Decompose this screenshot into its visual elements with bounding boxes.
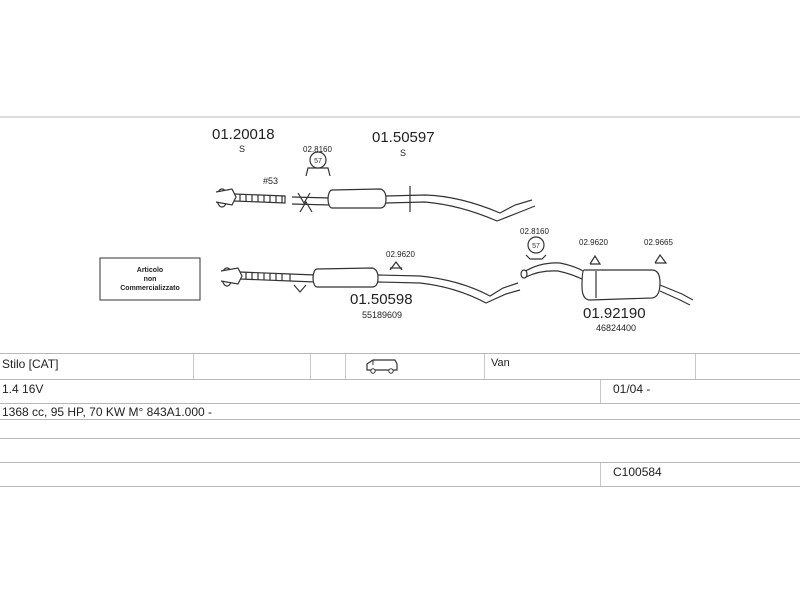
table-divider (600, 380, 601, 403)
notice-line2: non (144, 276, 157, 283)
table-border (0, 403, 800, 404)
clamp-c3: 57 (525, 236, 547, 260)
svg-text:57: 57 (532, 243, 540, 250)
table-divider (484, 354, 485, 379)
part-number-p2: 01.50597 (372, 129, 435, 146)
clamp-number-c2: 02.9620 (386, 250, 415, 259)
table-border-bottom (0, 486, 800, 487)
catalog-code: C100584 (613, 465, 662, 479)
vehicle-engine: 1.4 16V (2, 382, 44, 396)
svg-text:57: 57 (314, 158, 322, 165)
clamp-c5 (654, 253, 668, 264)
middle-silencer-lower (312, 267, 521, 304)
notice-line1: Articolo (137, 267, 163, 274)
part-number-p4: 01.92190 (583, 305, 646, 322)
part-number-p3: 01.50598 (350, 291, 413, 308)
part-ref-p4: 46824400 (596, 323, 636, 333)
clamp-c1: 57 (305, 151, 331, 177)
van-icon (366, 359, 398, 374)
exhaust-drawing: #53 57 (0, 116, 800, 333)
table-divider (600, 463, 601, 486)
clamp-number-c4: 02.9620 (579, 238, 608, 247)
table-divider (345, 354, 346, 379)
notice-box (99, 257, 201, 301)
table-border (0, 379, 800, 380)
clamp-c2 (389, 261, 403, 271)
vehicle-spec: 1368 cc, 95 HP, 70 KW M° 843A1.000 - (2, 405, 213, 419)
clamp-number-c3: 02.8160 (520, 227, 549, 236)
clamp-number-c1: 02.8160 (303, 145, 332, 154)
table-border-top (0, 353, 800, 354)
clamp-c4 (589, 254, 602, 265)
table-divider (310, 354, 311, 379)
gasket-label: #53 (263, 176, 278, 186)
clamp-number-c5: 02.9665 (644, 238, 673, 247)
notice-line3: Commercializzato (120, 285, 180, 292)
table-border (0, 438, 800, 439)
table-divider (695, 354, 696, 379)
vehicle-body-type: Van (491, 357, 510, 369)
vehicle-model: Stilo [CAT] (2, 357, 59, 371)
table-border (0, 462, 800, 463)
table-divider (193, 354, 194, 379)
part-ref-p3: 55189609 (362, 310, 402, 320)
middle-silencer-upper (291, 186, 536, 222)
rear-silencer (520, 262, 694, 306)
part-suffix-p1: S (239, 144, 245, 154)
vehicle-date: 01/04 - (613, 382, 651, 396)
front-pipe-upper (215, 188, 286, 208)
table-border (0, 419, 800, 420)
front-pipe-lower (220, 267, 316, 293)
part-number-p1: 01.20018 (212, 126, 275, 143)
part-suffix-p2: S (400, 148, 406, 158)
